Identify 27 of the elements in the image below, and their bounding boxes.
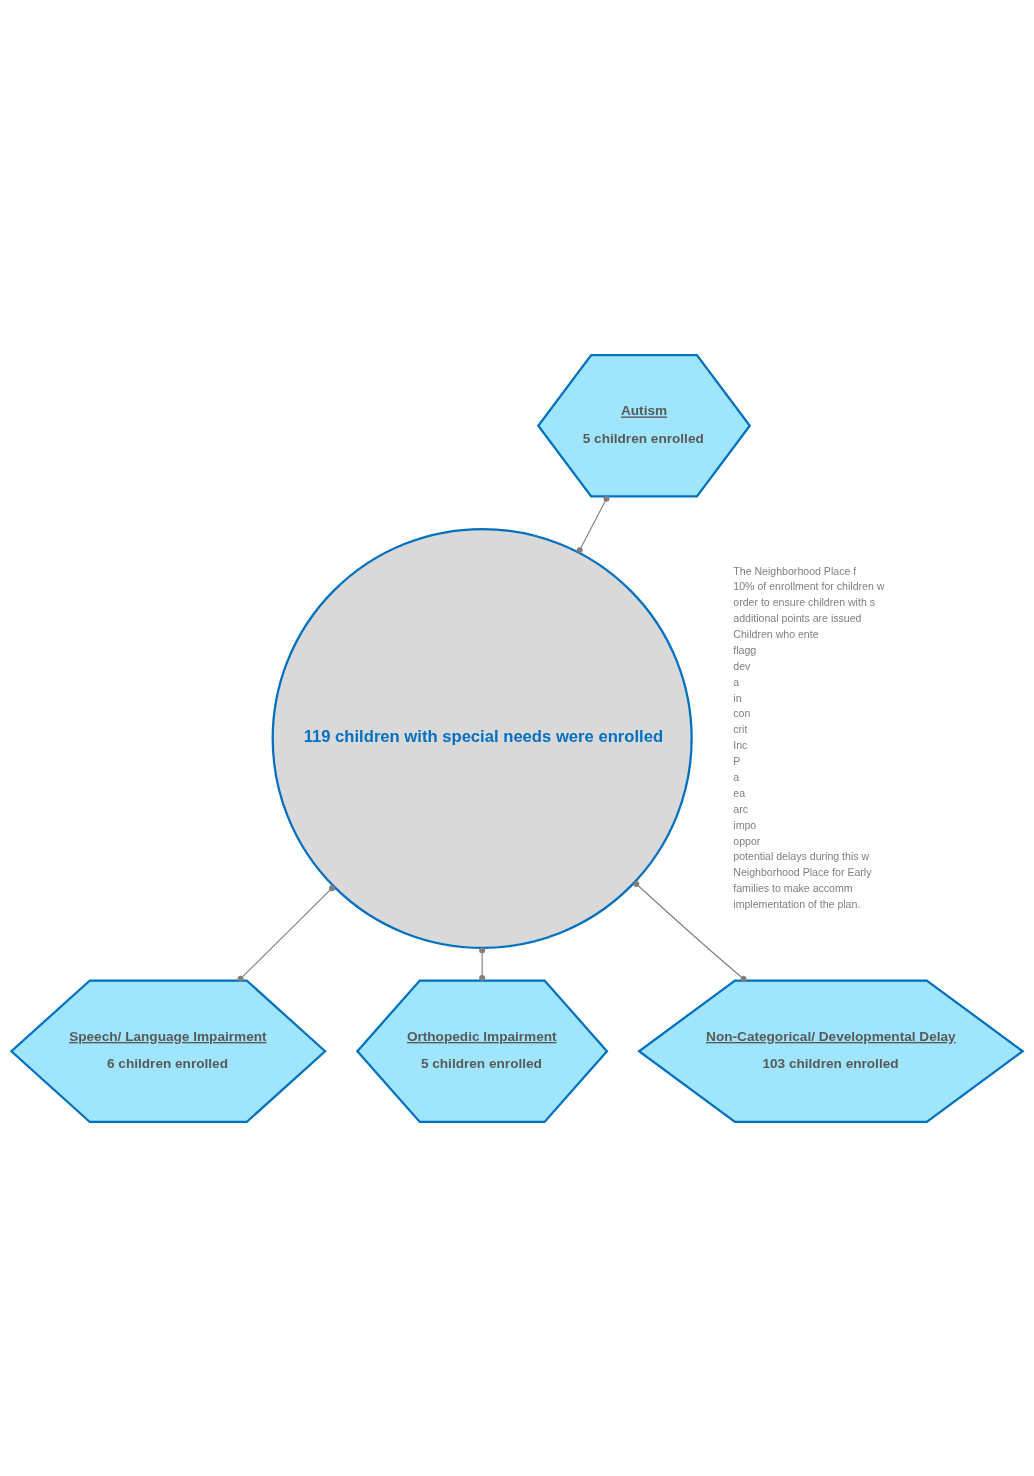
- connector: [479, 947, 486, 981]
- label: families to make accomm: [733, 881, 853, 894]
- label: order to ensure children with s: [733, 595, 876, 608]
- node-circle: 119 children with special needs were enrolled: [271, 527, 693, 949]
- label: crit: [733, 722, 748, 735]
- label: Inc: [733, 738, 748, 751]
- label: flagg: [733, 643, 757, 656]
- connector: [633, 880, 747, 982]
- label: arc: [733, 802, 749, 815]
- label: dev: [733, 659, 751, 672]
- connector: [237, 884, 335, 982]
- label: a: [733, 675, 740, 688]
- label: Neighborhood Place for Early: [733, 865, 872, 878]
- label: con: [733, 706, 751, 719]
- label: P: [733, 754, 741, 767]
- label: ea: [733, 786, 746, 799]
- label: implementation of the plan.: [733, 897, 861, 910]
- connector: [576, 495, 610, 553]
- label: Children who ente: [733, 627, 819, 640]
- label: oppor: [733, 834, 761, 847]
- label: additional points are issued: [733, 611, 862, 624]
- label: 10% of enrollment for children w: [733, 579, 885, 592]
- label: The Neighborhood Place f: [733, 564, 857, 577]
- label: in: [733, 691, 742, 704]
- label: impo: [733, 818, 757, 831]
- label: potential delays during this w: [733, 849, 870, 862]
- label: a: [733, 770, 740, 783]
